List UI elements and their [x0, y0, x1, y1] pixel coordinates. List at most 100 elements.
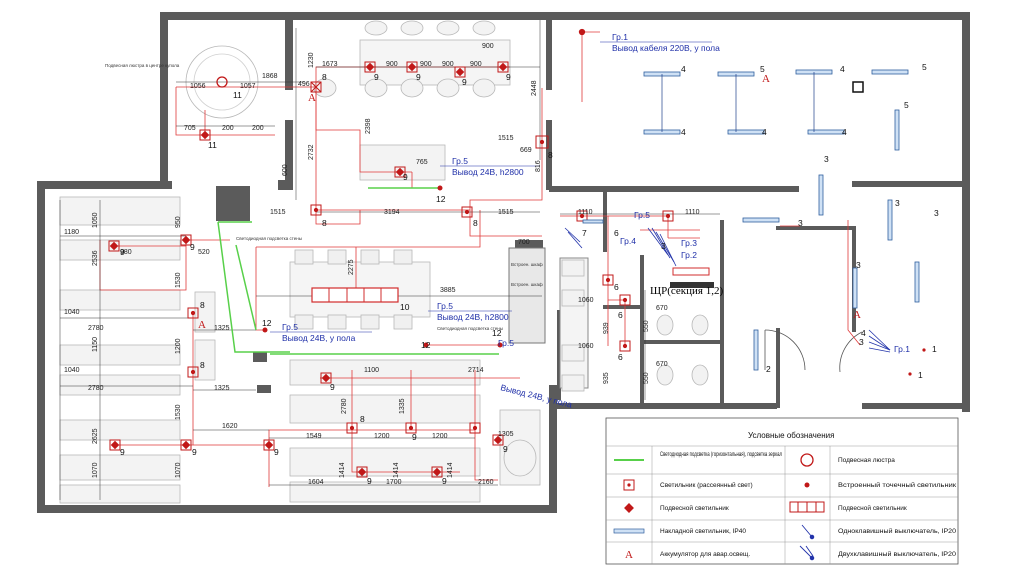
legend-label: Подвесная люстра: [838, 457, 895, 464]
circuit-number: 5: [904, 100, 909, 110]
led-note-1: Светодиодная подсветка стены: [236, 236, 302, 241]
circuit-number: 9: [192, 447, 197, 457]
svg-text:1060: 1060: [578, 297, 594, 304]
diffuse-fixture-icons: [187, 81, 674, 434]
diffuse-fixture-icon: [405, 422, 417, 434]
pendant-fixture-icons: [108, 61, 509, 478]
circuit-number: 1: [918, 370, 923, 380]
diffuse-fixture-icon: [662, 210, 674, 222]
svg-text:1050: 1050: [92, 212, 99, 228]
svg-text:1100: 1100: [364, 367, 379, 374]
circuit-number: 7: [582, 228, 587, 238]
svg-text:2780: 2780: [88, 385, 104, 392]
pendant-fixture-icon: [320, 372, 332, 384]
circuit-number: 8: [360, 414, 365, 424]
circuit-number: 12: [492, 328, 502, 338]
pendant-bar-fixture-kitchen: [672, 267, 710, 276]
group-1-title: Гр.1: [612, 32, 628, 42]
circuit-number: 11: [233, 90, 242, 100]
diffuse-fixture-icon: [187, 307, 199, 319]
svg-text:2780: 2780: [88, 325, 104, 332]
legend: Условные обозначения А Светодиод: [605, 417, 959, 565]
circuit-number: 3: [934, 208, 939, 218]
svg-text:1700: 1700: [386, 479, 402, 486]
pendant-fixture-icon: [394, 166, 406, 178]
svg-text:А: А: [198, 319, 206, 331]
legend-chandelier-icon: [800, 453, 814, 467]
circuit-number: 9: [442, 476, 447, 486]
circuit-number: 8: [473, 218, 478, 228]
svg-text:2714: 2714: [468, 367, 484, 374]
legend-accumulator-icon: А: [625, 549, 633, 561]
wardrobe-label-2: Встроен. шкаф: [511, 282, 543, 287]
circuit-number: 5: [922, 62, 927, 72]
circuit-number: 4: [681, 127, 686, 137]
svg-text:2625: 2625: [92, 428, 99, 444]
svg-text:496: 496: [298, 81, 310, 88]
group-1b-label: Гр.1: [894, 344, 910, 354]
circuit-number: 9: [330, 382, 335, 392]
svg-text:900: 900: [470, 61, 482, 68]
wardrobes: [508, 247, 589, 389]
svg-text:600: 600: [282, 164, 289, 176]
circuit-number: 9: [416, 72, 421, 82]
circuit-number: 9: [120, 447, 125, 457]
wardrobe-label-1: Встроен. шкаф: [511, 262, 543, 267]
circuit-number: 12: [421, 340, 431, 350]
svg-text:1620: 1620: [222, 423, 238, 430]
led-note-2: Светодиодная подсветка стены: [437, 326, 503, 331]
diffuse-fixture-icon: [576, 210, 588, 222]
legend-label: Одноклавишный выключатель, IP20: [838, 527, 956, 535]
diffuse-fixture-icon: [619, 294, 631, 306]
dimensions: 1868 1057 1056 705 200 200 1673 900 900 …: [64, 43, 700, 486]
diffuse-fixture-icon: [187, 366, 199, 378]
legend-spotlight-icon: [804, 482, 810, 488]
pendant-fixture-icon: [180, 439, 192, 451]
group-5b-title: Гр.5: [282, 322, 298, 332]
circuit-number: 4: [861, 328, 866, 338]
svg-text:520: 520: [198, 249, 210, 256]
circuit-number: 3: [859, 337, 864, 347]
pendant-note: Подвесная люстра в центре купола: [105, 63, 180, 68]
svg-text:1868: 1868: [262, 73, 278, 80]
group-5a-title: Гр.5: [452, 156, 468, 166]
svg-text:1056: 1056: [190, 83, 206, 90]
svg-text:1604: 1604: [308, 479, 324, 486]
svg-text:1530: 1530: [175, 404, 182, 420]
circuit-number: 4: [762, 127, 767, 137]
svg-text:700: 700: [518, 239, 530, 246]
group-4-label: Гр.4: [620, 236, 636, 246]
svg-text:1673: 1673: [322, 61, 338, 68]
legend-label: Аккумулятор для авар.освещ.: [660, 551, 750, 558]
legend-pendant-bar-icon: [789, 501, 825, 513]
svg-text:1110: 1110: [578, 209, 593, 216]
circuit-number: 9: [412, 432, 417, 442]
legend-label: Подвесной светильник: [838, 504, 907, 512]
switch-icon: [564, 227, 583, 249]
svg-text:2780: 2780: [341, 398, 348, 414]
electric-panel-box: [670, 282, 714, 288]
circuit-number: 9: [274, 447, 279, 457]
diffuse-fixture-icon: [346, 422, 358, 434]
svg-text:1414: 1414: [393, 462, 400, 478]
svg-text:1230: 1230: [308, 52, 315, 68]
legend-title: Условные обозначения: [748, 431, 834, 440]
svg-text:А: А: [853, 309, 861, 321]
svg-text:А: А: [308, 92, 316, 104]
pendant-fixture-icon: [492, 434, 504, 446]
svg-text:2275: 2275: [348, 259, 355, 275]
group-2-label: Гр.2: [681, 250, 697, 260]
circuit-number: 9: [190, 242, 195, 252]
svg-text:3194: 3194: [384, 209, 400, 216]
legend-label: Светильник (рассеянный свет): [660, 481, 753, 489]
circuit-number: 8: [200, 360, 205, 370]
svg-text:900: 900: [420, 61, 432, 68]
pendant-fixture-icon: [109, 439, 121, 451]
circuit-number: 3: [856, 260, 861, 270]
legend-label: Светодиодная подсветка (горизонтальная),…: [660, 451, 782, 458]
svg-text:1305: 1305: [498, 431, 514, 438]
group-5c-text: Вывод 24В, h2800: [437, 312, 509, 322]
circuit-number: 6: [618, 310, 623, 320]
svg-text:1150: 1150: [92, 337, 99, 352]
circuit-number: 1: [932, 344, 937, 354]
